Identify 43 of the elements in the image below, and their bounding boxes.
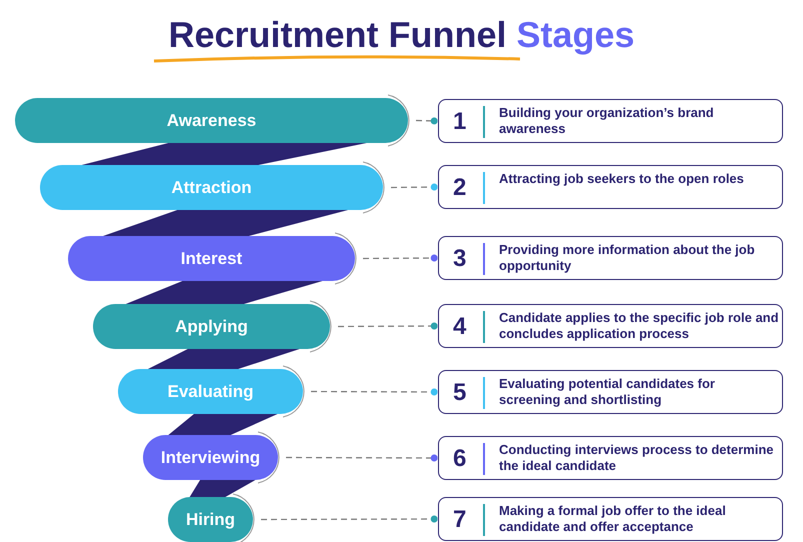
title: Recruitment Funnel Stages <box>167 14 636 56</box>
step-description: Building your organization’s brand awareness <box>499 105 715 137</box>
description-card <box>438 436 783 480</box>
stage-pill <box>143 435 278 480</box>
description-card <box>438 304 783 348</box>
description-card <box>438 236 783 280</box>
dashed-connector <box>391 184 438 191</box>
stage-pill <box>118 369 303 414</box>
stage-pill <box>93 304 330 349</box>
stage-label: Evaluating <box>168 382 254 402</box>
step-description: Evaluating potential candidates for screening and shortlisting <box>499 376 716 408</box>
stage-label: Awareness <box>166 110 256 130</box>
step-number: 7 <box>453 506 466 534</box>
stage-pill <box>40 165 383 210</box>
stage-label: Hiring <box>186 510 236 530</box>
stage-label: Interest <box>180 248 242 268</box>
description-card <box>438 165 783 209</box>
description-card <box>438 497 783 541</box>
step-description: Conducting interviews process to determine the ideal candidate <box>499 442 774 474</box>
dashed-connector <box>261 516 438 522</box>
dashed-connector <box>286 454 438 462</box>
step-number: 3 <box>453 245 466 273</box>
description-card <box>438 370 783 414</box>
step-number: 1 <box>453 108 466 136</box>
dashed-connector <box>311 388 438 396</box>
dashed-connector <box>363 254 438 262</box>
step-description: Providing more information about the job opportunity <box>499 242 756 274</box>
dashed-connector <box>416 117 438 124</box>
stage-pill <box>68 236 355 281</box>
stage-label: Interviewing <box>160 448 260 468</box>
step-number: 6 <box>453 445 466 473</box>
step-number: 4 <box>453 313 466 341</box>
stage-pill <box>15 98 408 143</box>
description-card <box>438 99 783 143</box>
step-number: 2 <box>453 174 466 202</box>
step-number: 5 <box>453 379 466 407</box>
stage-label: Attraction <box>171 178 252 198</box>
dashed-connector <box>338 322 438 330</box>
step-description: Attracting job seekers to the open roles <box>499 171 745 187</box>
step-description: Making a formal job offer to the ideal candidate and offer acceptance <box>499 503 727 535</box>
stage-pill <box>168 497 253 542</box>
stage-label: Applying <box>175 316 248 336</box>
step-description: Candidate applies to the specific job role and concludes application process <box>499 310 779 342</box>
